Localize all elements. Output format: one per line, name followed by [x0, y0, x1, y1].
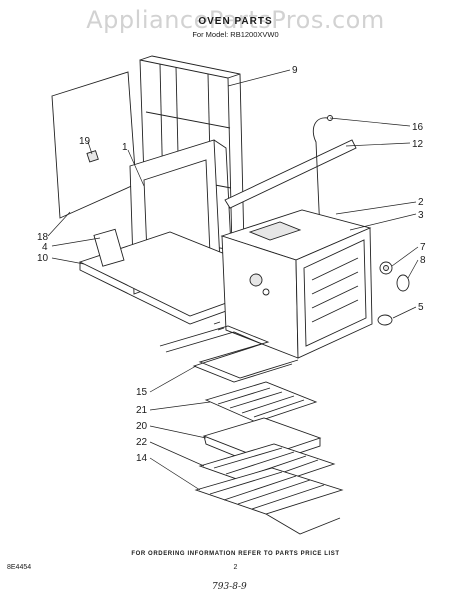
- callout-22: 22: [136, 437, 148, 448]
- callout-19: 19: [79, 136, 91, 147]
- callout-9: 9: [292, 65, 298, 76]
- callout-2: 2: [418, 197, 424, 208]
- oven-liner: [220, 209, 373, 359]
- page-number: 2: [233, 564, 238, 571]
- callout-21: 21: [136, 405, 148, 416]
- diagram-code: 8E4454: [7, 564, 32, 571]
- hole-plug: [377, 314, 393, 326]
- broiler-grid: [204, 381, 318, 423]
- heating-element: [159, 321, 299, 383]
- callout-4: 4: [42, 242, 48, 253]
- callout-8: 8: [420, 255, 426, 266]
- leader-lines: [47, 69, 419, 491]
- light-bulb: [396, 274, 410, 292]
- callout-3: 3: [418, 210, 424, 221]
- callout-14: 14: [136, 453, 148, 464]
- callout-15: 15: [136, 387, 148, 398]
- lower-rack: [194, 467, 344, 535]
- callout-labels: 9 16 12 19 1 2 3 18 4 10 7 8 5 15 21 20 …: [37, 65, 426, 464]
- model-line: For Model: RB1200XVW0: [192, 30, 279, 39]
- callout-10: 10: [37, 253, 49, 264]
- callout-16: 16: [412, 122, 424, 133]
- callout-20: 20: [136, 421, 148, 432]
- callout-7: 7: [420, 242, 426, 253]
- handwritten-note: 793-8-9: [212, 582, 247, 592]
- callout-18: 18: [37, 232, 49, 243]
- callout-5: 5: [418, 302, 424, 313]
- watermark: AppliancePartsPros.com: [86, 6, 385, 34]
- callout-1: 1: [122, 142, 128, 153]
- diagram-heading: OVEN PARTS: [198, 16, 273, 27]
- light-socket: [379, 261, 393, 275]
- callout-12: 12: [412, 139, 424, 150]
- ordering-note: FOR ORDERING INFORMATION REFER TO PARTS …: [131, 551, 340, 557]
- rear-bracket-bar: [224, 139, 357, 209]
